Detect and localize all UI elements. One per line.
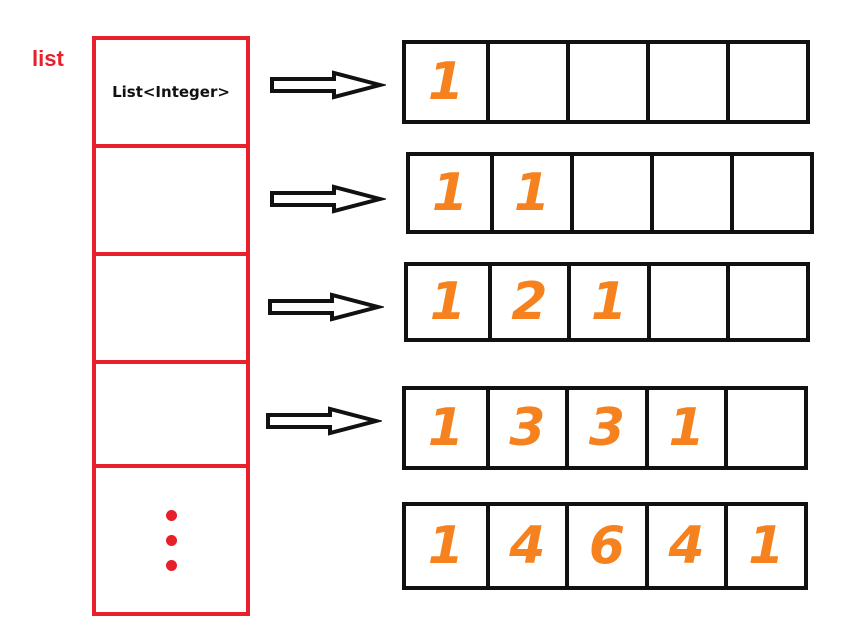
array-row-4: 1 3 3 1: [402, 386, 808, 470]
array-slot: 3: [485, 390, 566, 466]
array-slot: 1: [490, 156, 570, 230]
list-cell-text: List<Integer>: [112, 83, 230, 101]
list-cell-ellipsis: [92, 464, 250, 616]
array-slot: 1: [427, 52, 465, 112]
array-slot: 3: [565, 390, 645, 466]
array-row-1: 1: [402, 40, 810, 124]
array-slot: 4: [644, 506, 725, 586]
array-row-5: 1 4 6 4 1: [402, 502, 808, 590]
list-label: list: [32, 46, 64, 71]
list-column: List<Integer>: [92, 36, 250, 616]
array-slot: 1: [567, 266, 647, 338]
array-slot: 1: [431, 163, 469, 223]
array-slot: [730, 156, 810, 230]
array-slot: 1: [644, 390, 725, 466]
list-cell-2: [92, 252, 250, 364]
array-slot: [650, 156, 730, 230]
list-cell-1: [92, 144, 250, 256]
array-slot: 1: [724, 506, 804, 586]
arrow-right-icon: [268, 292, 384, 322]
array-slot: [726, 44, 806, 120]
array-slot: 1: [427, 516, 464, 576]
array-slot: [566, 44, 646, 120]
array-slot: 1: [429, 272, 466, 332]
array-slot: [724, 390, 804, 466]
vertical-ellipsis-icon: [165, 509, 177, 571]
array-slot: [646, 266, 727, 338]
array-slot: 6: [565, 506, 645, 586]
array-slot: [570, 156, 650, 230]
list-cell-0: List<Integer>: [92, 36, 250, 148]
array-row-3: 1 2 1: [404, 262, 810, 342]
array-slot: 2: [487, 266, 568, 338]
array-slot: 1: [427, 398, 464, 458]
list-cell-3: [92, 360, 250, 468]
array-slot: [646, 44, 726, 120]
array-slot: [486, 44, 566, 120]
array-slot: 4: [485, 506, 566, 586]
arrow-right-icon: [266, 406, 382, 436]
array-slot: [726, 266, 806, 338]
array-row-2: 1 1: [406, 152, 814, 234]
arrow-right-icon: [270, 70, 386, 100]
arrow-right-icon: [270, 184, 386, 214]
